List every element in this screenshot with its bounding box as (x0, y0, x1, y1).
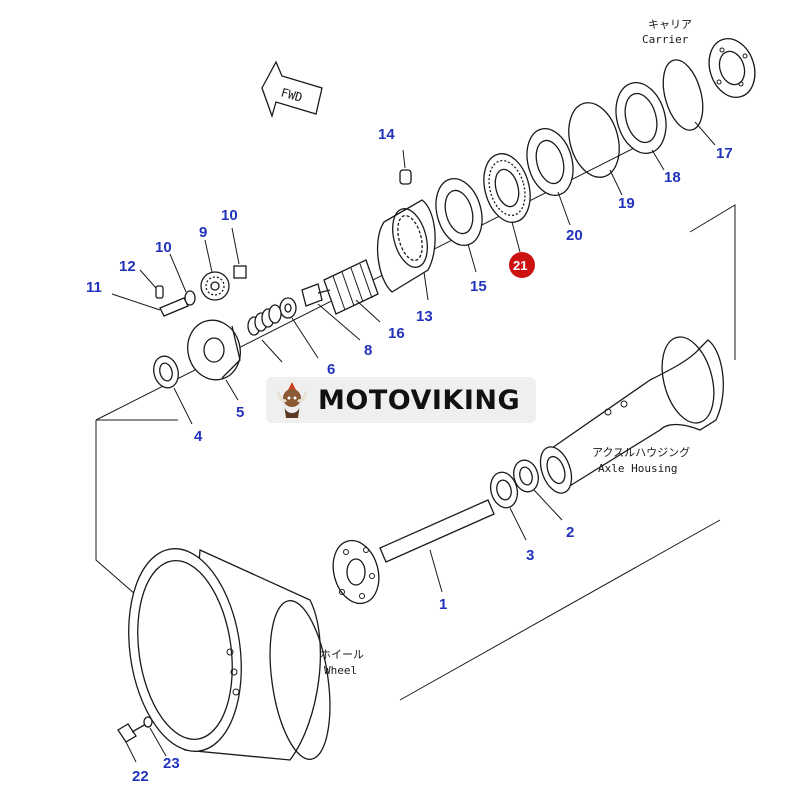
callout-21: 21 (513, 258, 527, 273)
part-10-ring-b (184, 290, 196, 306)
part-1-axle-shaft (332, 499, 495, 605)
wheel-label-en: Wheel (324, 664, 357, 677)
carrier-part (708, 38, 756, 98)
callout-11: 11 (86, 279, 102, 296)
part-21-disc (483, 153, 531, 223)
wheel-label-jp: ホイール (320, 648, 364, 661)
part-8-bolt (301, 283, 331, 307)
part-17-oring (662, 59, 704, 131)
callout-19: 19 (618, 195, 635, 212)
part-7-spring (247, 304, 282, 336)
part-21-highlight (509, 252, 535, 278)
fwd-label: FWD (279, 85, 304, 104)
carrier-label-en: Carrier (642, 33, 689, 46)
watermark-text: MOTOVIKING (318, 384, 521, 416)
part-19-oring (568, 102, 620, 178)
callout-10a: 10 (221, 207, 238, 224)
carrier-label-jp: キャリア (648, 18, 692, 31)
callout-10b: 10 (155, 239, 172, 256)
part-14-pin (399, 149, 412, 185)
part-18-plate (615, 82, 667, 154)
callout-6: 6 (327, 361, 335, 378)
axle-housing-label-en: Axle Housing (598, 462, 677, 475)
callout-8: 8 (364, 342, 372, 359)
part-4-bearing (153, 355, 179, 389)
callout-9: 9 (199, 224, 207, 241)
callout-5: 5 (236, 404, 244, 421)
callout-17: 17 (716, 145, 733, 162)
axle-housing-label-jp: アクスルハウジング (592, 445, 690, 459)
callout-18: 18 (664, 169, 681, 186)
callout-15: 15 (470, 278, 487, 295)
part-11-shaft (159, 297, 189, 317)
part-2-bearing (513, 459, 539, 493)
part-23-washer (143, 716, 153, 728)
callout-14: 14 (378, 126, 395, 143)
callout-23: 23 (163, 755, 180, 772)
part-10-nut-a (233, 265, 247, 279)
part-9-planet-gear (200, 271, 230, 301)
callout-20: 20 (566, 227, 583, 244)
wheel-part (128, 548, 331, 761)
callout-3: 3 (526, 547, 534, 564)
callout-12: 12 (119, 258, 136, 275)
callout-2: 2 (566, 524, 574, 541)
part-22-bolt (117, 723, 147, 743)
part-5-planet-carrier (187, 319, 241, 381)
callout-13: 13 (416, 308, 433, 325)
part-13-ring-gear (376, 199, 436, 293)
callout-1: 1 (439, 596, 447, 613)
callout-16: 16 (388, 325, 405, 342)
callout-22: 22 (132, 768, 149, 785)
part-12-pin (155, 285, 164, 299)
axle-housing (539, 336, 724, 494)
part-6-washer (279, 297, 297, 319)
callout-4: 4 (194, 428, 203, 445)
part-3-seal (489, 471, 519, 509)
viking-logo-icon (276, 382, 308, 418)
part-16-sun-gear (323, 259, 379, 315)
fwd-arrow: FWD (261, 60, 323, 119)
part-15-plate (435, 178, 483, 246)
watermark-badge: MOTOVIKING (266, 377, 536, 423)
